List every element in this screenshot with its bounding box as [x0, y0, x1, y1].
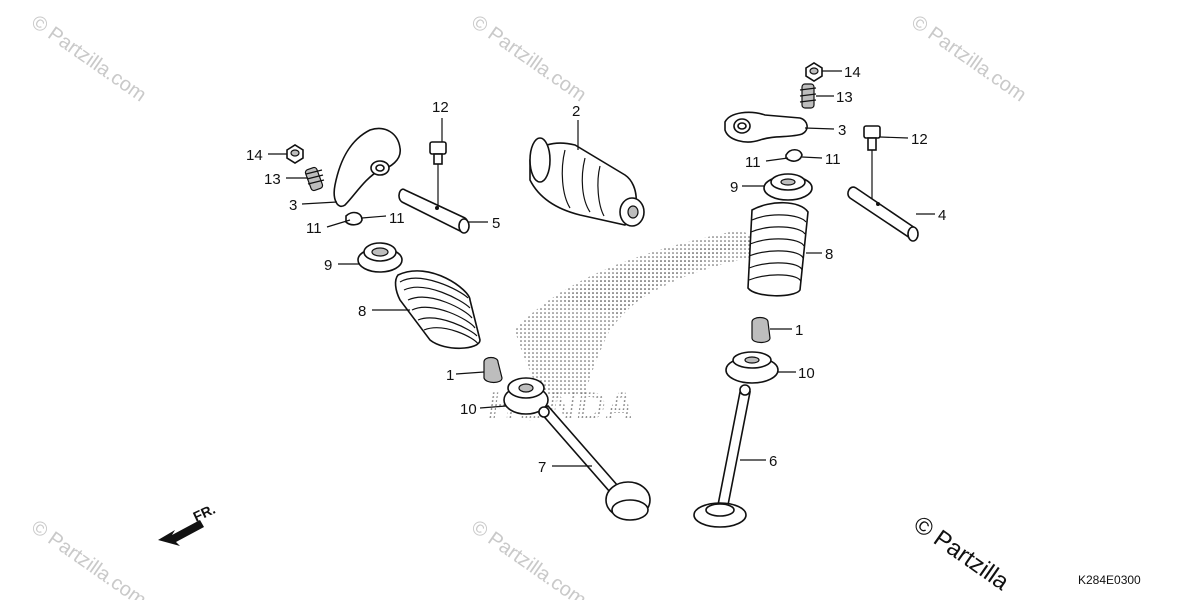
callout-12: 12 [911, 131, 928, 148]
rocker-arm-right [724, 111, 808, 143]
camshaft [529, 137, 645, 227]
callout-2: 2 [572, 103, 580, 120]
watermark-text: © Partzilla.com [27, 516, 150, 600]
callout-14: 14 [246, 147, 263, 164]
bolt-left [429, 141, 447, 205]
callout-11: 11 [306, 220, 322, 237]
rocker-shaft-left [398, 188, 470, 234]
spring-retainer-left [357, 242, 403, 273]
callout-3: 3 [838, 122, 846, 139]
callout-11: 11 [389, 210, 405, 227]
callout-11: 11 [825, 151, 841, 168]
callout-8: 8 [825, 246, 833, 263]
valve-left [538, 404, 651, 521]
valve-spring-left [394, 270, 481, 350]
callout-13: 13 [264, 171, 281, 188]
cotter-left [345, 211, 363, 226]
nut-right [805, 62, 823, 82]
valve-right [693, 384, 751, 528]
spring-seat-left [503, 377, 549, 415]
callout-1: 1 [795, 322, 803, 339]
spring-seat-right [725, 351, 779, 384]
nut-left [286, 144, 304, 164]
callout-9: 9 [730, 179, 738, 196]
callout-8: 8 [358, 303, 366, 320]
callout-4: 4 [938, 207, 946, 224]
watermark-text: © Partzilla.com [907, 11, 1030, 106]
callout-11: 11 [745, 154, 761, 171]
callout-9: 9 [324, 257, 332, 274]
callout-numbers: 14 13 3 11 11 12 5 2 9 8 1 10 7 14 13 3 … [246, 64, 946, 476]
callout-10: 10 [798, 365, 815, 382]
front-label: FR. [191, 501, 218, 525]
adjusting-screw-left [304, 166, 325, 192]
front-arrow-icon [158, 520, 204, 546]
watermarks: © Partzilla.com © Partzilla.com © Partzi… [27, 11, 1030, 600]
stem-seal-left [483, 356, 503, 384]
callout-6: 6 [769, 453, 777, 470]
callout-1: 1 [446, 367, 454, 384]
callout-13: 13 [836, 89, 853, 106]
callout-7: 7 [538, 459, 546, 476]
bolt-right [863, 125, 881, 200]
callout-12: 12 [432, 99, 449, 116]
adjusting-screw-right [799, 83, 817, 109]
cotter-right [785, 148, 803, 162]
valve-spring-right [747, 201, 809, 297]
spring-retainer-right [763, 173, 813, 201]
front-direction-indicator: FR. [158, 501, 218, 546]
callout-10: 10 [460, 401, 477, 418]
watermark-corner: © Partzilla [909, 511, 1015, 596]
leader-lines [268, 70, 935, 467]
callout-3: 3 [289, 197, 297, 214]
rocker-shaft-right [847, 186, 919, 242]
drawing-code: K284E0300 [1078, 573, 1141, 587]
rocker-arm-left [333, 127, 401, 207]
watermark-text: © Partzilla.com [467, 516, 590, 600]
callout-14: 14 [844, 64, 861, 81]
watermark-text: © Partzilla.com [27, 11, 150, 106]
callout-5: 5 [492, 215, 500, 232]
watermark-text: © Partzilla.com [467, 11, 590, 106]
stem-seal-right [751, 316, 771, 344]
